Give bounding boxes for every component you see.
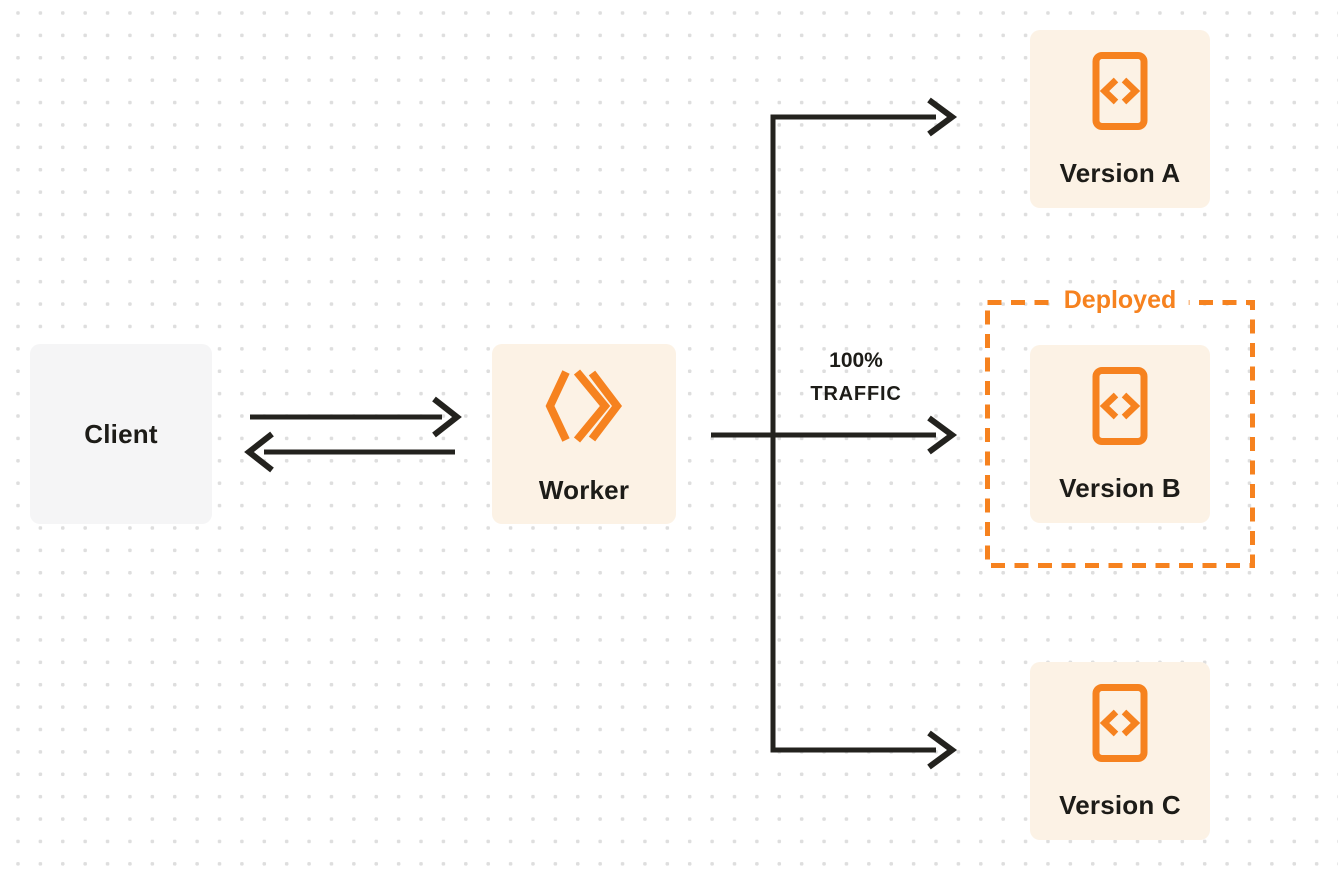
arrow-to-version-c-head (927, 730, 958, 770)
version-c-node-label: Version C (1059, 790, 1181, 820)
traffic-annotation: 100% TRAFFIC (786, 349, 926, 406)
arrow-to-version-a-head (927, 97, 958, 137)
code-file-icon (1091, 51, 1149, 138)
code-file-icon (1091, 683, 1149, 770)
version-b-node: Version B (1030, 345, 1210, 523)
traffic-percent-label: 100% (829, 349, 883, 372)
version-a-node-label: Version A (1059, 158, 1181, 188)
worker-node-label: Worker (538, 475, 630, 505)
client-node-label: Client (84, 418, 158, 449)
worker-node: Worker (492, 344, 676, 524)
arrow-client-to-worker-head (432, 396, 462, 438)
client-node: Client (30, 344, 212, 524)
cloudflare-workers-icon (542, 366, 626, 453)
branch-bracket-line (770, 114, 936, 753)
code-file-icon (1091, 366, 1149, 453)
version-a-node: Version A (1030, 30, 1210, 208)
traffic-word-label: TRAFFIC (810, 383, 902, 405)
arrow-to-version-b-head (927, 415, 958, 455)
deployed-frame-border (985, 300, 1255, 568)
deployed-frame: Deployed (985, 284, 1255, 568)
deployed-label: Deployed (1051, 284, 1189, 316)
arrow-worker-to-client-head (244, 431, 274, 473)
version-b-node-label: Version B (1059, 473, 1181, 503)
version-c-node: Version C (1030, 662, 1210, 840)
